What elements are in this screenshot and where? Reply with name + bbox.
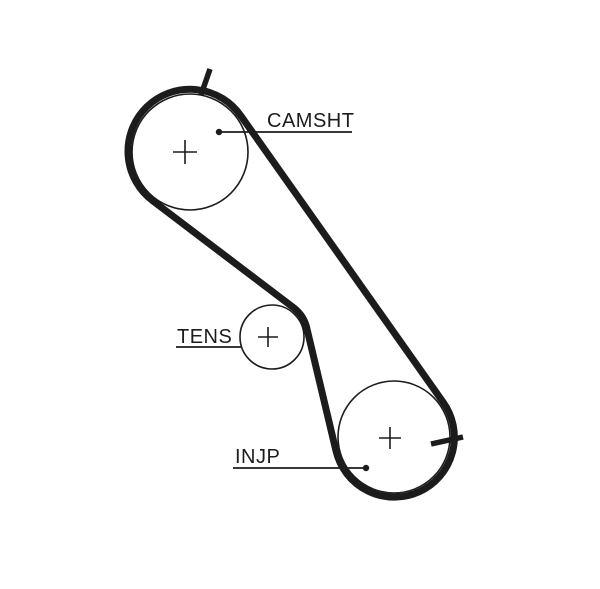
tensioner-label: TENS <box>177 326 232 348</box>
tensioner-pulley-circle <box>239 304 305 370</box>
camshaft-center-cross-icon <box>173 140 197 164</box>
camshaft-label: CAMSHT <box>267 110 354 132</box>
injection-pump-timing-mark <box>430 434 464 447</box>
camshaft-pulley-circle <box>131 93 249 211</box>
injection-pump-label: INJP <box>235 446 280 468</box>
injection-pump-pulley-circle <box>337 380 451 494</box>
camshaft-timing-mark <box>198 68 213 96</box>
camshaft-leader-dot <box>215 128 223 136</box>
tensioner-center-cross-icon <box>258 327 278 347</box>
injection-pump-center-cross-icon <box>379 427 401 449</box>
timing-belt <box>124 85 458 501</box>
injection-pump-leader-dot <box>362 464 370 472</box>
